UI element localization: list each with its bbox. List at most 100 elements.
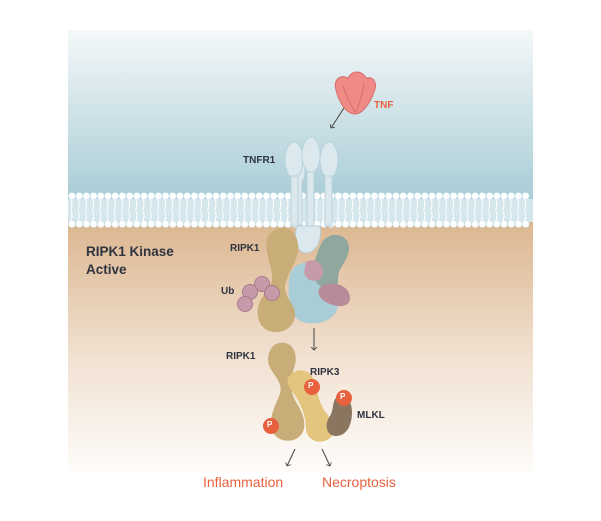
lipid-head — [204, 192, 213, 200]
kinase-state-line2: Active — [86, 262, 127, 277]
lipid-tail — [344, 210, 347, 222]
lipid-head — [442, 220, 451, 228]
adapter-protein-pink — [304, 260, 323, 281]
lipid-tail — [524, 198, 527, 211]
lipid-tail — [416, 210, 419, 222]
lipid-tail — [502, 210, 505, 222]
lipid-head — [334, 220, 343, 228]
lipid-head — [96, 220, 105, 228]
lipid-head — [255, 220, 264, 228]
lipid-head — [435, 192, 444, 200]
lipid-tail — [257, 198, 260, 211]
lipid-tail — [113, 198, 116, 211]
lipid-tail — [387, 198, 390, 211]
lipid-head — [197, 192, 206, 200]
lipid-tail — [408, 210, 411, 222]
lipid-tail — [430, 198, 433, 211]
lipid-head — [255, 192, 264, 200]
lipid-tail — [279, 210, 282, 222]
lipid-tail — [77, 198, 80, 211]
lipid-tail — [286, 198, 289, 211]
lipid-tail — [351, 198, 354, 211]
lipid-tail — [228, 198, 231, 211]
adapter-protein-pink-lower — [318, 283, 350, 307]
lipid-head — [75, 192, 84, 200]
lipid-head — [269, 192, 278, 200]
lipid-tail — [416, 198, 419, 211]
tnf-label: TNF — [374, 100, 394, 111]
lipid-tail — [185, 198, 188, 211]
lipid-head — [521, 192, 530, 200]
lipid-tail — [380, 210, 383, 222]
lipid-head — [377, 192, 386, 200]
lipid-tail — [509, 210, 512, 222]
lipid-head — [132, 220, 141, 228]
lipid-tail — [444, 198, 447, 211]
lipid-tail — [272, 198, 275, 211]
lipid-tail — [164, 210, 167, 222]
lipid-tail — [142, 198, 145, 211]
lipid-tail — [128, 210, 131, 222]
lipid-tail — [164, 198, 167, 211]
lipid-head — [75, 220, 84, 228]
lipid-head — [140, 192, 148, 200]
lipid-tail — [336, 198, 339, 211]
lipid-head — [68, 220, 76, 228]
lipid-head — [82, 192, 91, 200]
lipid-head — [111, 220, 120, 228]
lipid-head — [428, 192, 436, 200]
lipid-tail — [473, 198, 476, 211]
lipid-tail — [452, 198, 455, 211]
lipid-head — [111, 192, 120, 200]
lipid-head — [348, 220, 357, 228]
lipid-head — [176, 192, 184, 200]
lipid-head — [478, 192, 487, 200]
lipid-head — [392, 192, 400, 200]
lipid-head — [464, 192, 472, 200]
lipid-head — [262, 220, 271, 228]
lipid-head — [399, 220, 408, 228]
lipid-tail — [84, 210, 87, 222]
lipid-head — [89, 220, 98, 228]
lipid-head — [161, 192, 170, 200]
lipid-head — [356, 192, 364, 200]
lipid-head — [500, 220, 508, 228]
lipid-tail — [200, 210, 203, 222]
lipid-tail — [495, 198, 498, 211]
lipid-tail — [99, 210, 102, 222]
lipid-tail — [135, 210, 138, 222]
lipid-head — [384, 220, 393, 228]
lipid-head — [168, 192, 177, 200]
lipid-head — [406, 220, 415, 228]
lipid-tail — [120, 198, 123, 211]
lipid-tail — [387, 210, 390, 222]
lipid-tail — [142, 210, 145, 222]
lipid-head — [370, 220, 379, 228]
lipid-head — [420, 220, 429, 228]
lipid-head — [478, 220, 487, 228]
phospho-label-mlkl: P — [340, 392, 346, 401]
lipid-tail — [113, 210, 116, 222]
lipid-tail — [480, 210, 483, 222]
tnfr1-label: TNFR1 — [243, 155, 276, 166]
lipid-tail — [279, 198, 282, 211]
lipid-head — [377, 220, 386, 228]
lipid-head — [492, 220, 501, 228]
lipid-head — [104, 220, 112, 228]
lipid-head — [240, 192, 249, 200]
necroptosis-outcome: Necroptosis — [322, 474, 396, 490]
lipid-head — [428, 220, 436, 228]
lipid-tail — [77, 210, 80, 222]
lipid-tail — [466, 198, 469, 211]
lipid-head — [168, 220, 177, 228]
tnf-binding-arrow — [329, 107, 345, 129]
phospho-ripk1 — [263, 418, 279, 434]
phospho-label-ripk1: P — [267, 420, 273, 429]
lipid-tail — [149, 210, 152, 222]
lipid-tail — [423, 198, 426, 211]
lipid-head — [269, 220, 278, 228]
lipid-head — [449, 220, 458, 228]
lipid-head — [233, 220, 242, 228]
lipid-head — [485, 192, 494, 200]
